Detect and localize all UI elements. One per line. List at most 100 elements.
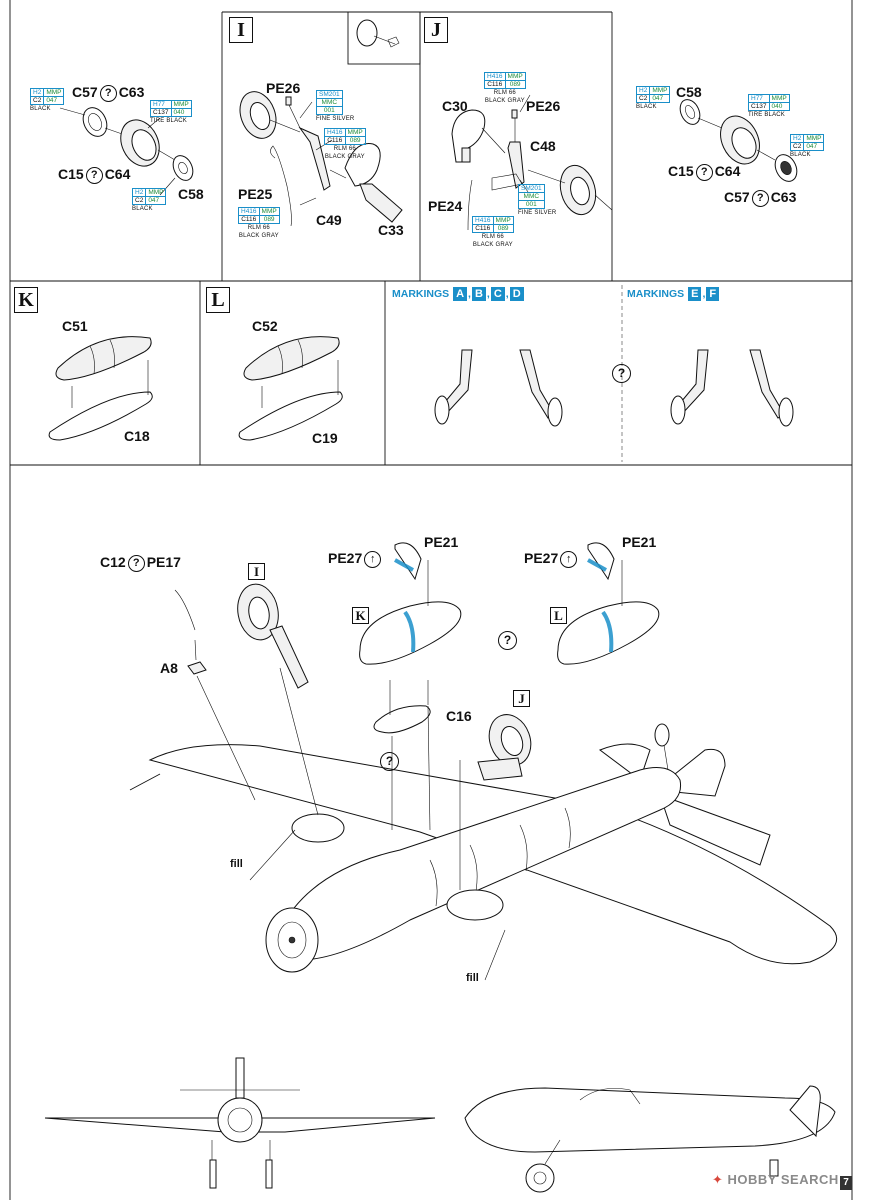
part-c64: C64 <box>714 163 741 179</box>
part-pe17: PE17 <box>146 554 181 570</box>
paint-code-h: H2 <box>789 134 805 143</box>
rotate-arrow-icon: ↑ <box>560 550 578 568</box>
part-c57: C57 <box>72 84 98 100</box>
part-label-c58: C58 <box>676 84 702 100</box>
step-k-parts <box>48 336 153 441</box>
paint-code-h: H416 <box>484 72 506 81</box>
part-label-c18: C18 <box>124 428 150 444</box>
part-label-c19: C19 <box>312 430 338 446</box>
paint-callout-silver: SM201 MMC 001 FINE SILVER <box>518 184 556 217</box>
paint-code-num: 047 <box>43 96 65 105</box>
paint-name: FINE SILVER <box>316 116 355 122</box>
hobby-search-logo-icon: ✦ <box>712 1172 724 1187</box>
step-label-j: J <box>424 17 448 43</box>
part-label-c57: C57?C63 <box>72 84 144 102</box>
paint-code-num: 089 <box>492 224 514 233</box>
paint-name: BLACK GRAY <box>472 242 513 248</box>
part-label-pe24: PE24 <box>428 198 463 214</box>
paint-code-num: 089 <box>504 80 526 89</box>
aircraft-side-view <box>464 1085 836 1193</box>
paint-name: BLACK GRAY <box>324 154 365 160</box>
paint-name: BLACK <box>132 206 153 212</box>
paint-name: BLACK <box>30 106 51 112</box>
step-ref-k: K <box>352 607 369 624</box>
part-c15: C15 <box>58 166 84 182</box>
paint-name: RLM 66 <box>247 225 270 231</box>
watermark-hobby: HOBBY <box>727 1172 777 1187</box>
part-label-c12: C12?PE17 <box>100 554 181 572</box>
paint-name: RLM 66 <box>333 146 356 152</box>
paint-code-mmp: MMP <box>145 188 167 197</box>
part-c63: C63 <box>770 189 797 205</box>
step-ref-l: L <box>550 607 567 624</box>
paint-code-mmp: MMP <box>344 128 366 137</box>
option-icon: ? <box>380 752 399 771</box>
step-ref-i: I <box>248 563 265 580</box>
part-label-c57: C57?C63 <box>724 189 796 207</box>
option-icon: ? <box>127 554 145 572</box>
part-label-c58: C58 <box>178 186 204 202</box>
markings-label-ef: MARKINGS E,F <box>627 287 720 301</box>
marking-tag-a: A <box>453 287 468 301</box>
paint-code-mmp: MMP <box>768 94 790 103</box>
paint-code-num: 047 <box>649 94 671 103</box>
step-label-k: K <box>14 287 38 313</box>
marking-tag-f: F <box>706 287 720 301</box>
paint-code-num: 001 <box>316 106 343 115</box>
paint-name: RLM 66 <box>481 234 504 240</box>
paint-code-num: 089 <box>344 136 366 145</box>
option-icon: ? <box>85 166 103 184</box>
paint-code-mmp: MMP <box>803 134 825 143</box>
markings-text: MARKINGS <box>627 288 685 300</box>
part-label-c15: C15?C64 <box>58 166 130 184</box>
option-icon: ? <box>99 84 117 102</box>
part-label-a8: A8 <box>160 660 178 676</box>
step-ref-j: J <box>513 690 530 707</box>
drop-tanks-main <box>359 542 660 665</box>
paint-code-h: H2 <box>635 86 651 95</box>
step-i-parts <box>239 91 403 227</box>
paint-code-c: C137 <box>748 102 770 111</box>
marking-tag-d: D <box>509 287 524 301</box>
paint-code-c: C116 <box>238 215 260 224</box>
wheel-assembly-right <box>679 99 798 182</box>
paint-code-c: C2 <box>131 196 147 205</box>
paint-name: TIRE BLACK <box>150 118 188 124</box>
panel-frames <box>9 0 853 1200</box>
aircraft-underside <box>129 583 838 981</box>
part-c12: C12 <box>100 554 126 570</box>
paint-code-h: H77 <box>150 100 172 109</box>
option-icon: ? <box>695 163 713 181</box>
paint-code-mmp: MMP <box>504 72 526 81</box>
part-label-pe27: PE27↑ <box>328 550 383 568</box>
part-label-c33: C33 <box>378 222 404 238</box>
rotate-arrow-icon: ↑ <box>364 550 382 568</box>
paint-code-c: C2 <box>635 94 651 103</box>
paint-callout-silver: SM201 MMC 001 FINE SILVER <box>316 90 354 123</box>
step-l-parts <box>238 336 343 441</box>
part-label-c15: C15?C64 <box>668 163 740 181</box>
part-c63: C63 <box>118 84 145 100</box>
paint-code-h: H2 <box>131 188 147 197</box>
part-pe27: PE27 <box>328 550 363 566</box>
markings-text: MARKINGS <box>392 288 450 300</box>
paint-code-mmp: MMP <box>258 207 280 216</box>
paint-code-sm: SM201 <box>518 184 545 193</box>
part-label-c48: C48 <box>530 138 556 154</box>
markings-legs <box>434 349 794 427</box>
paint-name: BLACK <box>636 104 657 110</box>
paint-code-mmp: MMP <box>492 216 514 225</box>
paint-code-c: C116 <box>484 80 506 89</box>
paint-code-sm: SM201 <box>316 90 343 99</box>
aircraft-front-view <box>44 1057 436 1189</box>
fill-note: fill <box>230 858 243 870</box>
option-icon: ? <box>751 189 769 207</box>
part-label-c49: C49 <box>316 212 342 228</box>
